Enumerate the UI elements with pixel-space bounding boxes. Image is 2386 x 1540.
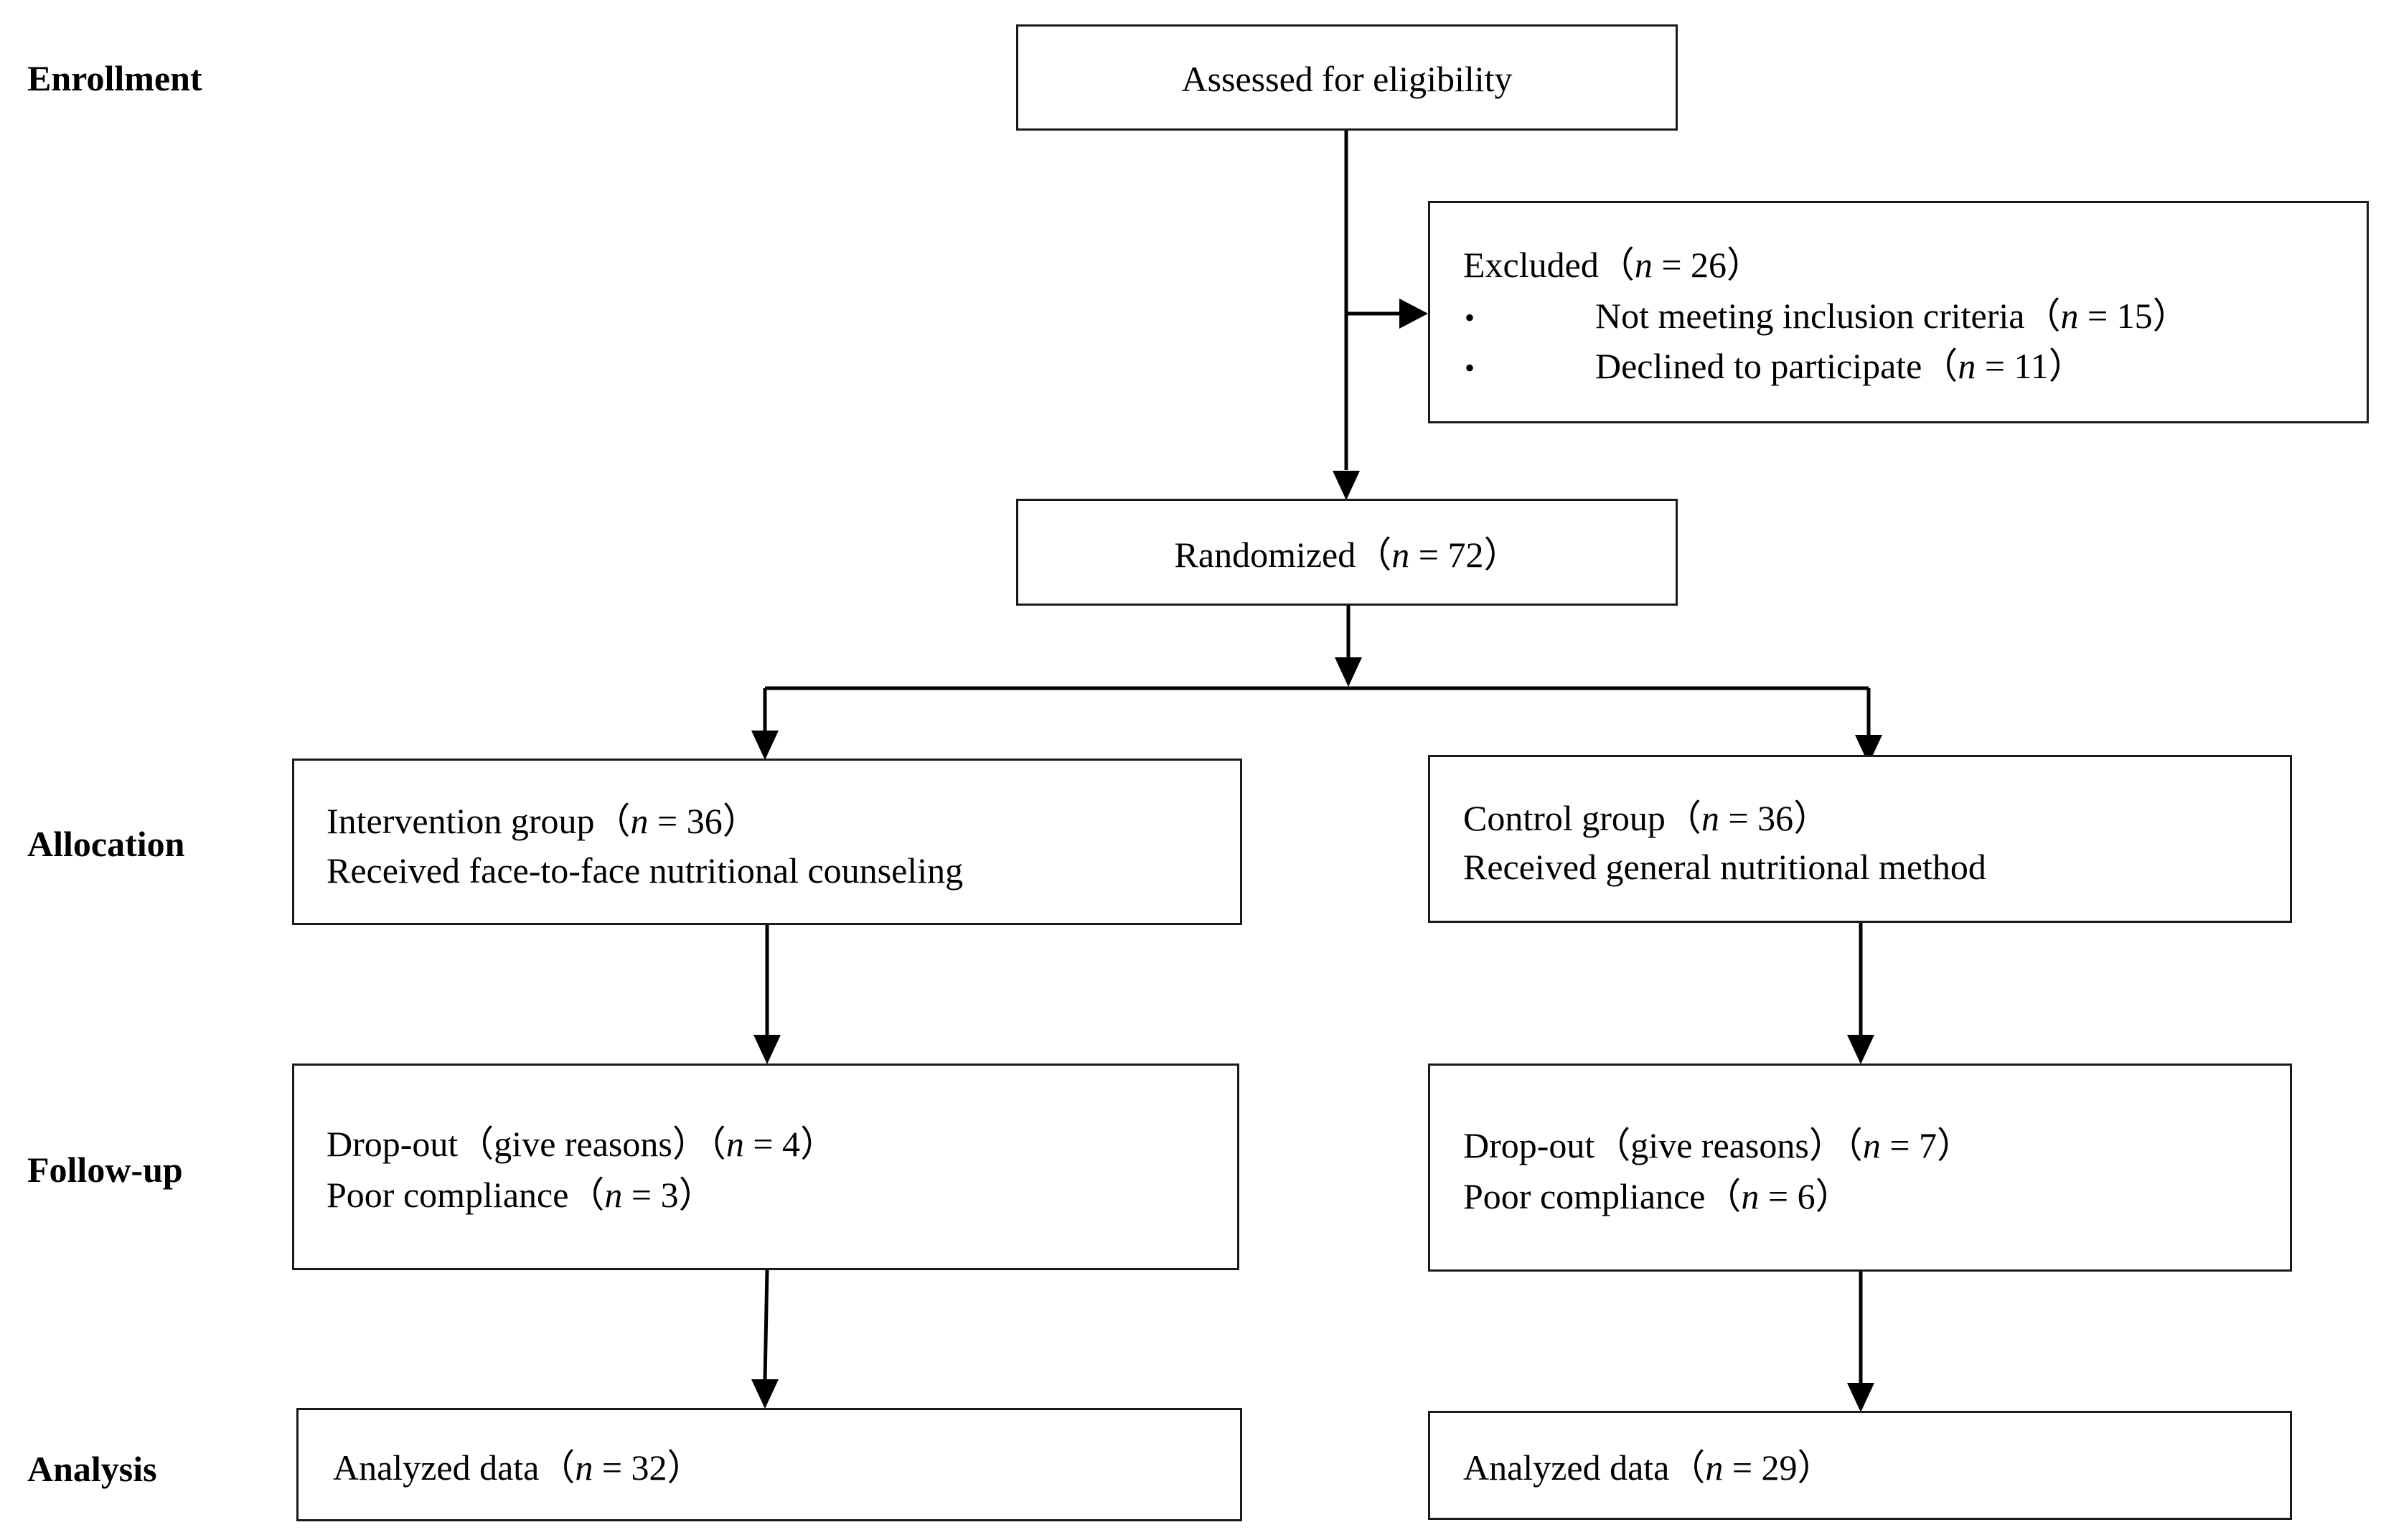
stage-label-analysis: Analysis bbox=[27, 1449, 157, 1489]
control-group-detail: Received general nutritional method bbox=[1463, 847, 1986, 887]
intervention-group-box: Intervention group（n = 36） Received face… bbox=[292, 759, 1242, 925]
arrowhead-control-analysis bbox=[1847, 1383, 1874, 1412]
control-analyzed-data: Analyzed data（n = 29） bbox=[1463, 1447, 1833, 1488]
arrow-intervention-to-analysis bbox=[763, 1269, 769, 1381]
control-dropout: Drop-out（give reasons）（n = 7） bbox=[1463, 1125, 1973, 1165]
randomized-text: Randomized（n = 72） bbox=[1174, 535, 1520, 575]
intervention-analysis-box: Analyzed data（n = 32） bbox=[296, 1408, 1242, 1521]
bullet-icon: • bbox=[1465, 352, 1475, 384]
intervention-dropout: Drop-out（give reasons）（n = 4） bbox=[327, 1124, 837, 1164]
control-analysis-box: Analyzed data（n = 29） bbox=[1428, 1411, 2292, 1520]
assessed-box: Assessed for eligibility bbox=[1016, 24, 1678, 131]
excluded-title: Excluded（n = 26） bbox=[1463, 245, 1763, 285]
excluded-box: Excluded（n = 26） • Not meeting inclusion… bbox=[1428, 201, 2369, 423]
stage-label-follow-up: Follow-up bbox=[27, 1150, 183, 1190]
intervention-group-title: Intervention group（n = 36） bbox=[327, 801, 758, 841]
arrowhead-excluded bbox=[1399, 299, 1428, 329]
arrowhead-split bbox=[1335, 657, 1362, 687]
arrowhead-intervention-analysis bbox=[751, 1379, 779, 1409]
intervention-group-detail: Received face-to-face nutritional counse… bbox=[327, 850, 964, 891]
control-poor-compliance: Poor compliance（n = 6） bbox=[1463, 1176, 1851, 1216]
control-group-title: Control group（n = 36） bbox=[1463, 798, 1830, 838]
arrowhead-intervention-followup bbox=[753, 1035, 781, 1064]
control-group-box: Control group（n = 36） Received general n… bbox=[1428, 755, 2292, 923]
stage-label-allocation: Allocation bbox=[27, 824, 185, 864]
stage-label-enrollment: Enrollment bbox=[27, 58, 202, 98]
excluded-reason-declined: Declined to participate（n = 11） bbox=[1595, 346, 2085, 386]
intervention-poor-compliance: Poor compliance（n = 3） bbox=[327, 1175, 715, 1215]
randomized-box: Randomized（n = 72） bbox=[1016, 499, 1678, 606]
intervention-followup-box: Drop-out（give reasons）（n = 4） Poor compl… bbox=[292, 1064, 1239, 1270]
arrowhead-intervention bbox=[751, 731, 779, 760]
excluded-reason-not-meeting: Not meeting inclusion criteria（n = 15） bbox=[1595, 296, 2189, 336]
arrowhead-control-followup bbox=[1847, 1035, 1874, 1064]
arrowhead-control bbox=[1855, 735, 1882, 764]
bullet-icon: • bbox=[1465, 301, 1475, 334]
assessed-text: Assessed for eligibility bbox=[1181, 59, 1513, 99]
arrowhead-randomized bbox=[1333, 471, 1360, 500]
intervention-analyzed-data: Analyzed data（n = 32） bbox=[333, 1447, 703, 1488]
control-followup-box: Drop-out（give reasons）（n = 7） Poor compl… bbox=[1428, 1064, 2292, 1272]
